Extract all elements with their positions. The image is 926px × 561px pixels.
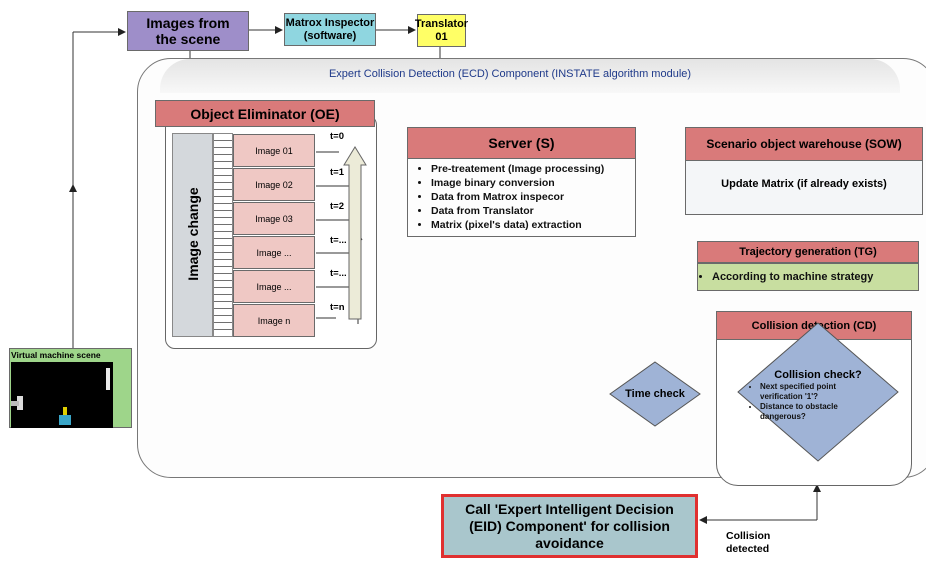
time-label: t=... bbox=[330, 268, 347, 279]
server-item: Data from Matrox inspecor bbox=[431, 190, 635, 204]
vm-scene-label: Virtual machine scene bbox=[11, 350, 101, 360]
ecd-title: Expert Collision Detection (ECD) Compone… bbox=[328, 68, 692, 80]
image-item: Image 01 bbox=[233, 134, 315, 167]
matrox-inspector-box: Matrox Inspector (software) bbox=[284, 13, 376, 46]
server-item: Data from Translator bbox=[431, 204, 635, 218]
time-label: t=n bbox=[330, 302, 345, 313]
server-item: Pre-treatement (Image processing) bbox=[431, 162, 635, 176]
collision-check-list: Next specified point verification '1'? D… bbox=[746, 382, 856, 422]
tg-item: According to machine strategy bbox=[712, 270, 918, 284]
collision-check-item: Next specified point verification '1'? bbox=[760, 382, 856, 402]
collision-check-item: Distance to obstacle dangerous? bbox=[760, 402, 856, 422]
translator-box: Translator 01 bbox=[415, 14, 468, 47]
collision-detected-label: Collision detected bbox=[726, 530, 771, 555]
image-stack-stripes bbox=[213, 133, 233, 337]
collision-check-title: Collision check? bbox=[774, 369, 862, 381]
image-item: Image ... bbox=[233, 270, 315, 303]
image-change-panel bbox=[172, 133, 213, 337]
vm-scene-image bbox=[11, 362, 113, 428]
oe-title: Object Eliminator (OE) bbox=[155, 100, 375, 127]
server-title: Server (S) bbox=[407, 127, 636, 159]
sow-title: Scenario object warehouse (SOW) bbox=[685, 127, 923, 161]
image-item: Image n bbox=[233, 304, 315, 337]
time-label: t=0 bbox=[330, 131, 344, 142]
time-label: t=... bbox=[330, 235, 347, 246]
cd-title: Collision detection (CD) bbox=[716, 311, 912, 340]
image-item: Image ... bbox=[233, 236, 315, 269]
tg-body: According to machine strategy bbox=[697, 263, 919, 291]
image-change-text: Image change bbox=[185, 187, 201, 281]
sow-body: Update Matrix (if already exists) bbox=[721, 178, 887, 190]
image-item: Image 03 bbox=[233, 202, 315, 235]
server-item: Matrix (pixel's data) extraction bbox=[431, 218, 635, 232]
image-item: Image 02 bbox=[233, 168, 315, 201]
time-up-arrow bbox=[343, 146, 367, 320]
server-item: Image binary conversion bbox=[431, 176, 635, 190]
images-from-scene-box: Images from the scene bbox=[127, 11, 249, 51]
time-label: t=1 bbox=[330, 167, 344, 178]
server-list: Pre-treatement (Image processing) Image … bbox=[409, 162, 635, 232]
tg-title: Trajectory generation (TG) bbox=[697, 241, 919, 263]
time-check-diamond[interactable] bbox=[609, 361, 701, 427]
ecd-title-bar bbox=[160, 59, 900, 93]
time-check-label: Time check bbox=[625, 388, 685, 400]
collision-check-diamond[interactable] bbox=[737, 322, 899, 462]
time-label: t=2 bbox=[330, 201, 344, 212]
eid-box[interactable]: Call 'Expert Intelligent Decision (EID) … bbox=[441, 494, 698, 558]
